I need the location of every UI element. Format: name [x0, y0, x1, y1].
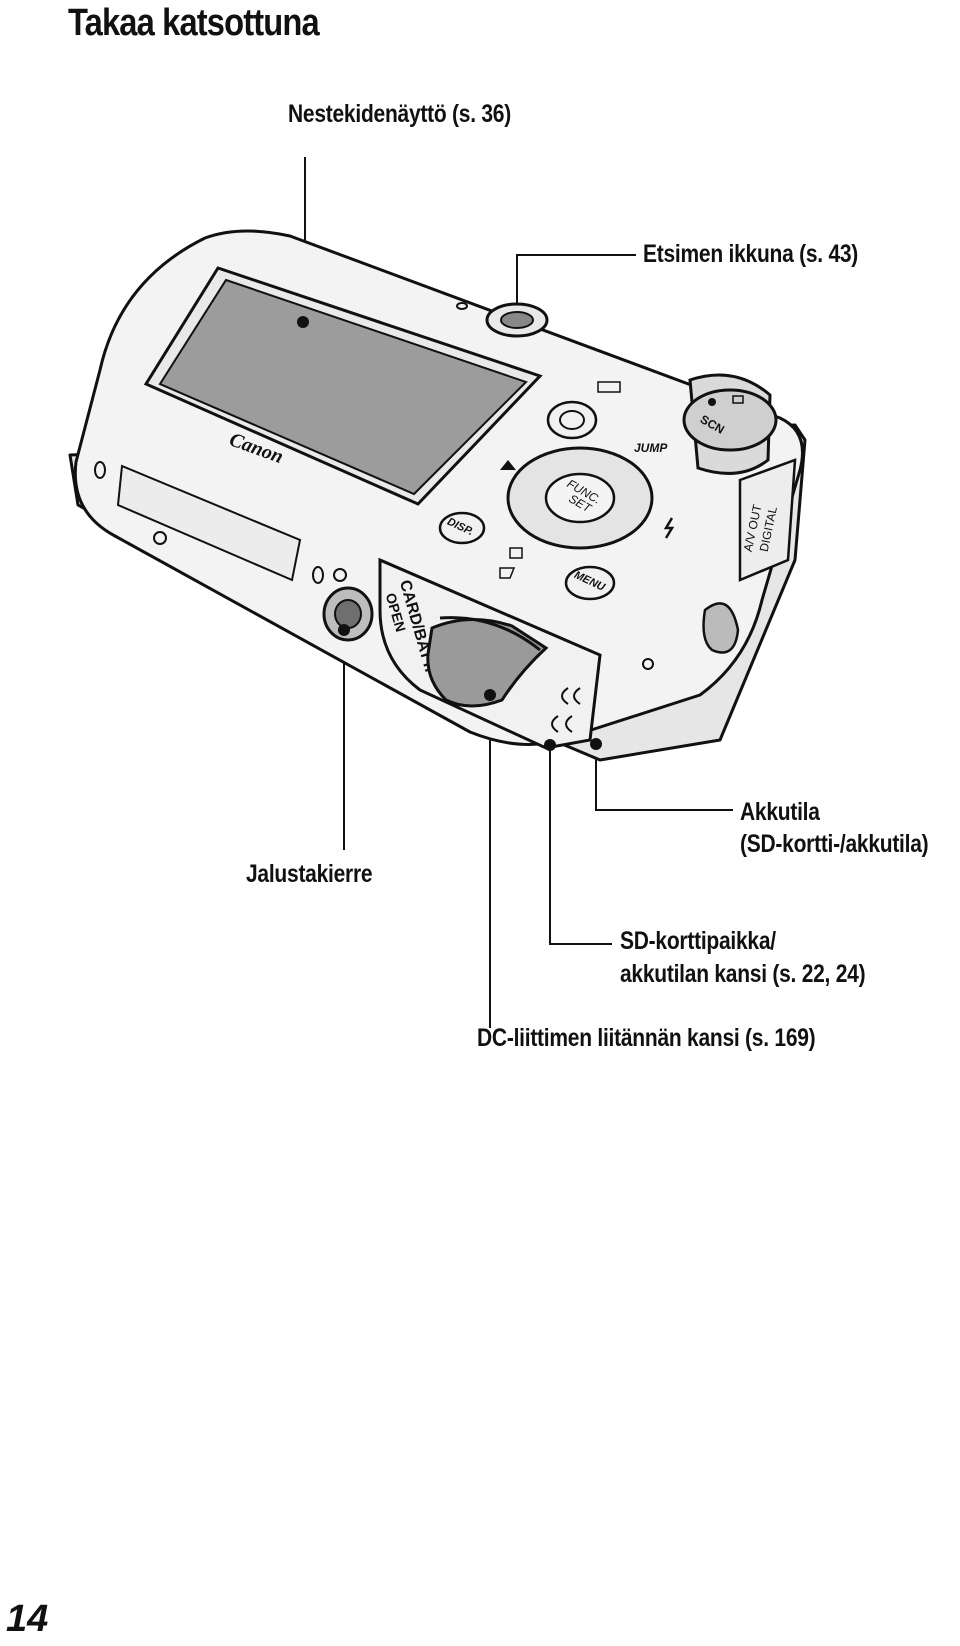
drive-mode-icon [509, 547, 523, 559]
print-share-icon [597, 381, 621, 393]
disp-button: DISP. [438, 511, 486, 545]
leader-lines [304, 157, 733, 1028]
screw-icon [642, 658, 654, 670]
screw-icon [333, 568, 347, 582]
av-out-cover: A/V OUT DIGITAL [642, 458, 797, 670]
label-battery-line2: (SD-kortti-/akkutila) [740, 830, 929, 858]
label-slot-line1: SD-korttipaikka/ [620, 927, 776, 955]
erase-icon [499, 567, 516, 579]
page-title: Takaa katsottuna [68, 2, 320, 44]
jump-label: JUMP [634, 441, 668, 455]
leader-viewfinder [516, 254, 636, 312]
lcd-screen [143, 266, 543, 506]
strap-mount-icon [702, 602, 740, 654]
camera-mode-icon [708, 398, 716, 406]
label-battery-line1: Akkutila [740, 798, 820, 826]
label-lcd: Nestekidenäyttö (s. 36) [288, 100, 511, 128]
shooting-mode-button: JUMP [546, 381, 668, 455]
ce-mark-icon [561, 687, 581, 705]
playback-mode-icon [732, 395, 744, 404]
viewfinder [456, 302, 549, 338]
c-tick-mark-icon [551, 715, 573, 733]
bottom-plate [94, 461, 347, 584]
flash-icon [663, 517, 675, 539]
page-number: 14 [6, 1598, 49, 1640]
label-viewfinder: Etsimen ikkuna (s. 43) [643, 240, 859, 268]
label-dc: DC-liittimen liitännän kansi (s. 169) [477, 1024, 816, 1052]
label-slot-line2: akkutilan kansi (s. 22, 24) [620, 960, 866, 988]
macro-icon [500, 460, 516, 470]
mode-dial: SCN [682, 373, 778, 475]
control-pad: FUNC. SET [500, 446, 675, 550]
menu-button: MENU [499, 547, 616, 601]
tripod-socket [322, 586, 374, 642]
dc-connector-cover [426, 616, 602, 751]
label-tripod: Jalustakierre [246, 860, 373, 888]
screw-icon [153, 531, 167, 545]
leader-slot [549, 745, 612, 945]
leader-battery [595, 744, 733, 811]
